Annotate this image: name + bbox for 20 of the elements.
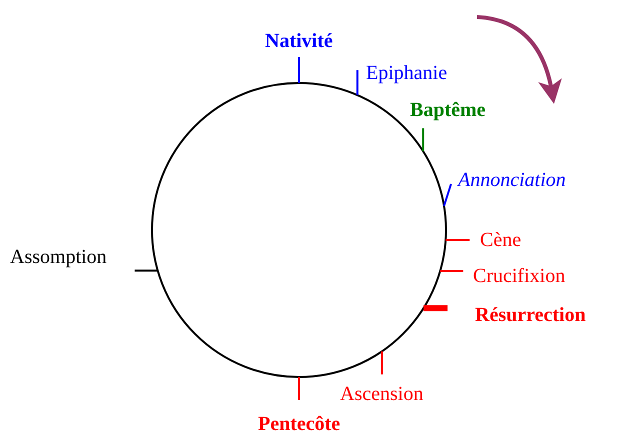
- event-label: Résurrection: [475, 304, 586, 326]
- leader-line: [440, 270, 464, 272]
- event-label: Assomption: [10, 246, 107, 268]
- leader-line: [134, 270, 158, 272]
- event-label: Baptême: [410, 99, 486, 121]
- leader-line: [356, 70, 358, 96]
- event-label: Annonciation: [458, 169, 566, 191]
- event-label: Cène: [480, 229, 522, 251]
- event-label: Ascension: [340, 383, 424, 405]
- leader-line: [380, 351, 383, 374]
- event-label: Nativité: [265, 30, 333, 52]
- leader-line: [298, 57, 300, 83]
- event-label: Pentecôte: [258, 413, 340, 434]
- leader-line: [443, 184, 452, 206]
- leader-line: [422, 128, 424, 152]
- leader-line: [298, 377, 300, 400]
- event-label: Crucifixion: [473, 265, 566, 287]
- event-label: Epiphanie: [366, 62, 448, 84]
- leader-line: [446, 238, 470, 241]
- leader-line: [424, 305, 448, 312]
